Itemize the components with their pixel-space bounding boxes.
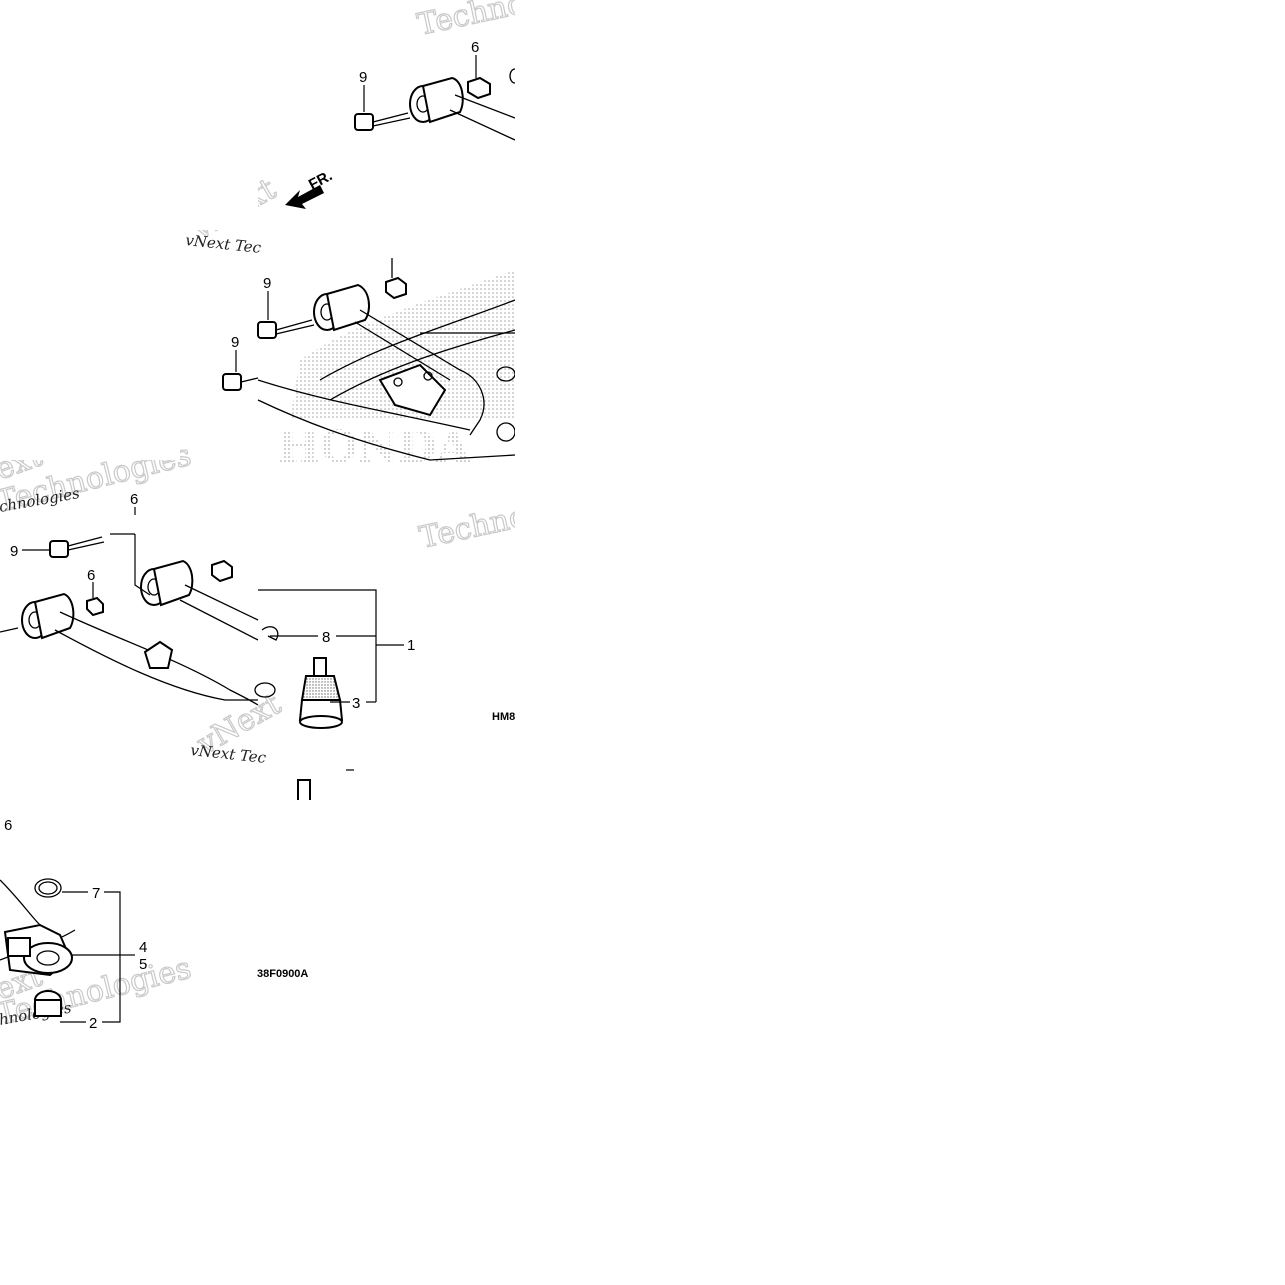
upper-arm-top-view [354,68,521,141]
ball-joint [298,657,344,729]
lower-arm-assembly [222,258,516,461]
diagram-code: HM8 [492,711,515,723]
front-direction-arrow: FR. [285,167,335,209]
leader-lines [22,55,477,1023]
watermark-text: Techno [414,0,528,43]
honda-logo-text: HONDA [278,422,471,473]
callout-7: 7 [92,885,100,902]
callout-9: 9 [231,334,239,351]
callout-6: 6 [471,39,479,56]
front-direction-label: FR. [306,167,335,193]
callout-8: 8 [322,629,330,646]
callout-6: 6 [4,817,12,834]
watermark-text: Techno [416,499,530,556]
callout-2: 2 [89,1015,97,1032]
callout-9: 9 [10,543,18,560]
callout-6: 6 [87,567,95,584]
watermark-text: vNext Tec [185,231,263,257]
callout-9: 9 [359,69,367,86]
diagram-code: 38F0900A [257,968,308,980]
callout-9: 9 [263,275,271,292]
callout-1: 1 [407,637,415,654]
callout-6: 6 [130,491,138,508]
honda-wing-logo: HONDA [278,270,516,473]
watermark-text: vNext Tec [190,741,268,767]
callout-5: 5 [139,956,147,973]
lower-arm-bottom-view [0,878,76,1017]
callout-4: 4 [139,939,147,956]
callout-3: 3 [352,695,360,712]
upper-arm-assembly [0,536,354,803]
